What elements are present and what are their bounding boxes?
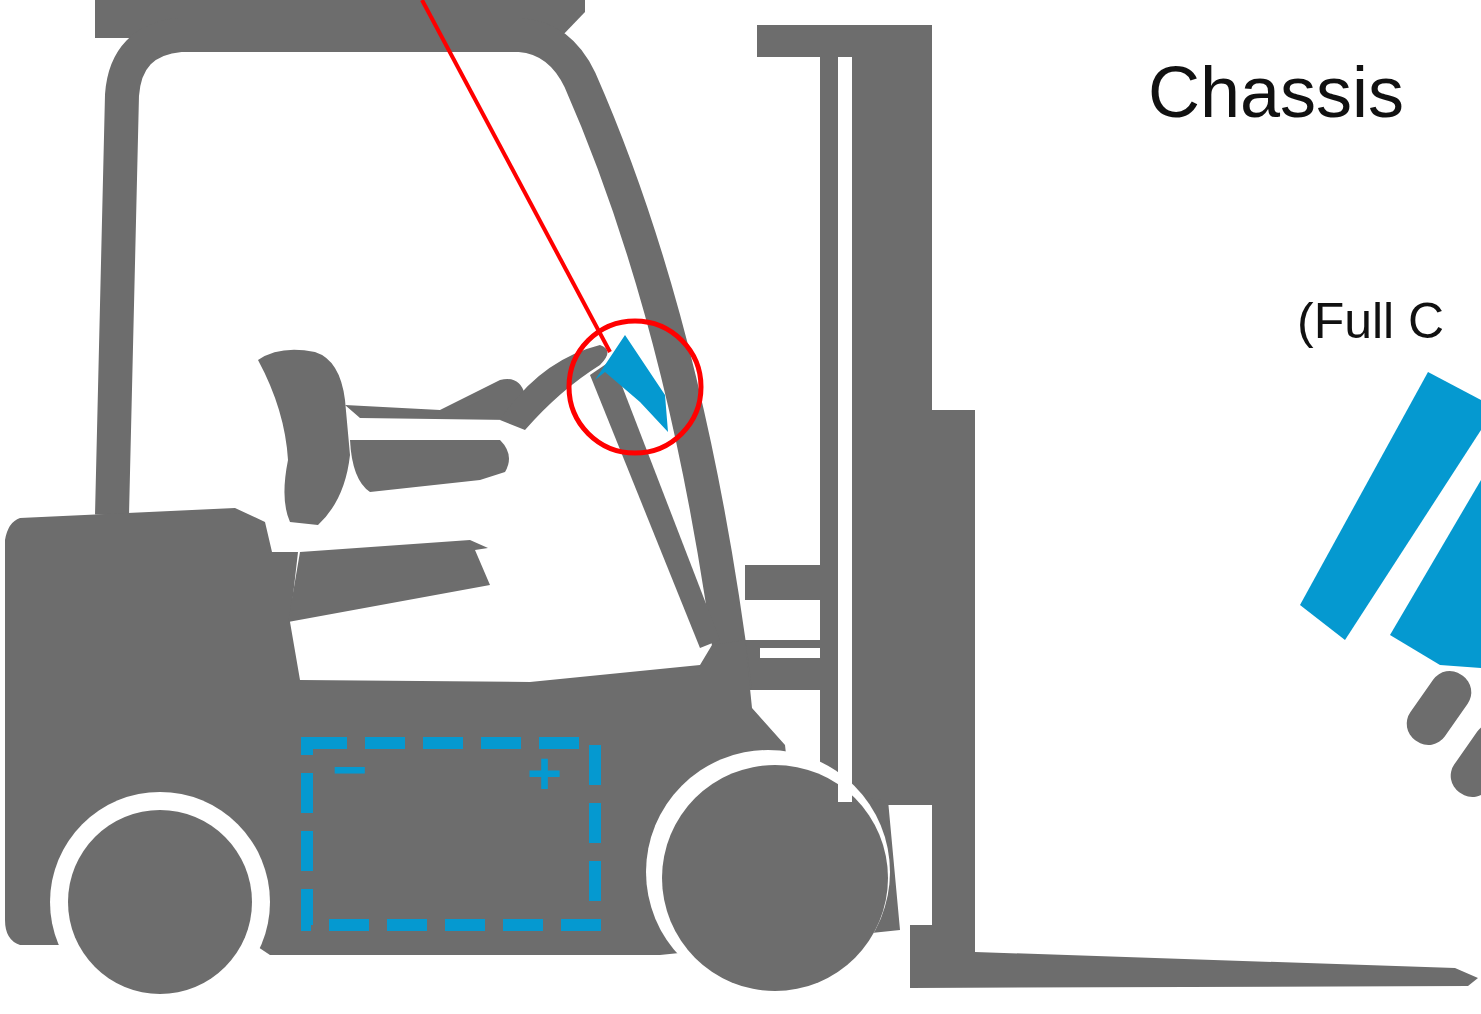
- mast-gap: [760, 648, 820, 658]
- title: Chassis: [1148, 56, 1404, 128]
- rear-wheel: [68, 810, 252, 994]
- front-wheel: [662, 765, 888, 991]
- wheel-well: [646, 750, 890, 994]
- terminal-sign: −: [332, 740, 367, 800]
- seat-cushion: [350, 440, 509, 492]
- mast-link: [745, 640, 825, 690]
- mast-channel: [838, 57, 852, 802]
- seat-back: [258, 350, 350, 525]
- detail-part: [1399, 663, 1479, 753]
- mast-link: [745, 565, 825, 600]
- detail-part: [1390, 480, 1481, 668]
- leader-line: [422, 0, 610, 352]
- highlighted-part: [595, 335, 668, 432]
- steering-wheel: [500, 345, 608, 430]
- fork: [910, 925, 1478, 988]
- highlight-circle: [569, 321, 701, 453]
- wheel-well: [50, 792, 270, 1012]
- mast: [820, 25, 932, 805]
- seat-base: [288, 540, 490, 622]
- carriage: [932, 410, 975, 930]
- armrest: [345, 379, 525, 420]
- detail-part: [1443, 715, 1481, 805]
- subtitle: (Full C: [1297, 296, 1444, 346]
- terminal-sign: +: [527, 744, 562, 804]
